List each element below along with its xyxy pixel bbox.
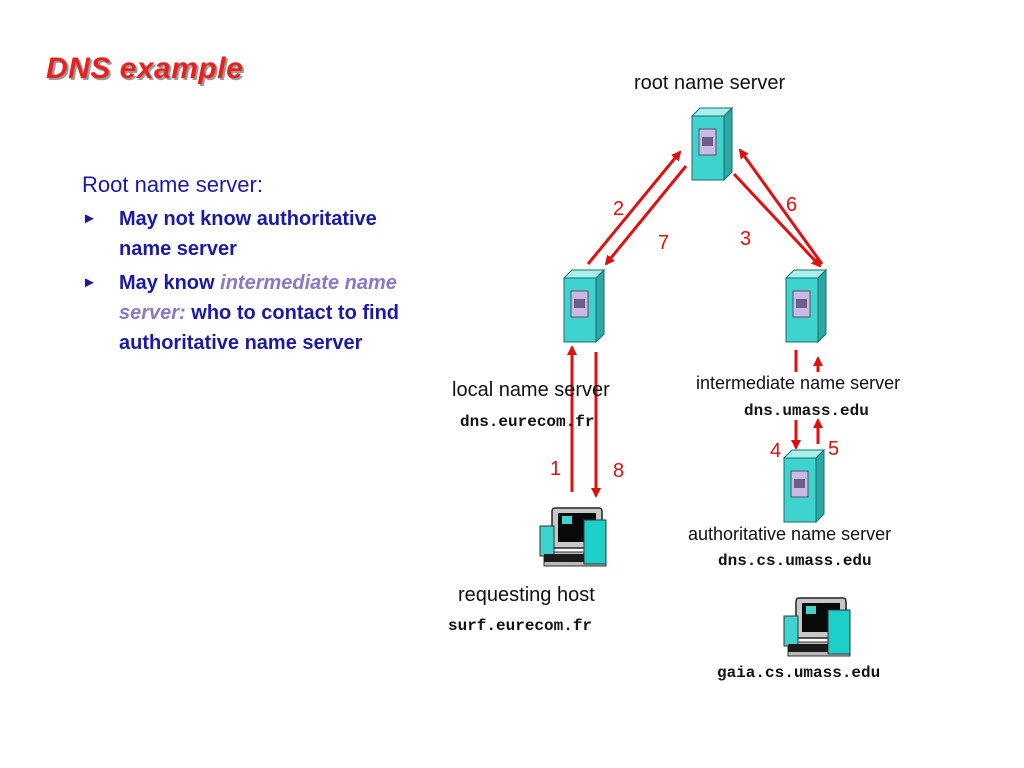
bullet-2-suffix: who to contact to find authoritative nam… bbox=[119, 302, 400, 354]
local-name-server-label: local name server bbox=[452, 379, 610, 401]
arrow-step-3 bbox=[732, 172, 822, 268]
bullet-arrow-icon: ► bbox=[82, 274, 97, 291]
content-text: Root name server: ► May not know authori… bbox=[82, 172, 412, 362]
bullet-2: ► May know intermediate name server: who… bbox=[82, 268, 412, 358]
authoritative-name-server-host: dns.cs.umass.edu bbox=[718, 552, 872, 570]
requesting-host-address: surf.eurecom.fr bbox=[448, 617, 593, 635]
arrow-step-7 bbox=[604, 165, 688, 266]
intermediate-name-server-label: intermediate name server bbox=[696, 373, 901, 393]
step-label-3: 3 bbox=[740, 228, 752, 250]
root-name-server-label: root name server bbox=[634, 72, 786, 94]
intermediate-server-icon bbox=[785, 269, 827, 343]
arrow-step-6 bbox=[738, 148, 824, 265]
root-server-icon bbox=[691, 107, 733, 181]
arrow-step-2 bbox=[586, 150, 682, 265]
bullet-arrow-icon: ► bbox=[82, 210, 97, 227]
local-server-icon bbox=[563, 269, 605, 343]
step-label-7: 7 bbox=[658, 232, 670, 254]
step-label-2: 2 bbox=[613, 198, 625, 220]
target-computer-icon bbox=[783, 597, 851, 657]
step-label-1: 1 bbox=[550, 458, 562, 480]
content-heading: Root name server: bbox=[82, 172, 263, 197]
bullet-1-text: May not know authoritative name server bbox=[119, 208, 377, 260]
step-label-4: 4 bbox=[770, 440, 782, 462]
bullet-1: ► May not know authoritative name server bbox=[82, 204, 412, 264]
authoritative-server-icon bbox=[783, 449, 825, 523]
bullet-2-prefix: May know bbox=[119, 272, 221, 294]
bullet-2-emphasis: intermediate name server: bbox=[119, 272, 397, 324]
step-label-5: 5 bbox=[828, 438, 840, 460]
requesting-host-computer-icon bbox=[539, 507, 607, 567]
target-host-address: gaia.cs.umass.edu bbox=[717, 664, 881, 682]
requesting-host-label: requesting host bbox=[458, 584, 595, 606]
local-name-server-host: dns.eurecom.fr bbox=[460, 413, 595, 431]
intermediate-name-server-host: dns.umass.edu bbox=[744, 402, 869, 420]
step-label-8: 8 bbox=[613, 460, 625, 482]
step-label-6: 6 bbox=[786, 194, 798, 216]
slide-title: DNS example bbox=[46, 52, 244, 85]
authoritative-name-server-label: authoritative name server bbox=[688, 524, 892, 544]
